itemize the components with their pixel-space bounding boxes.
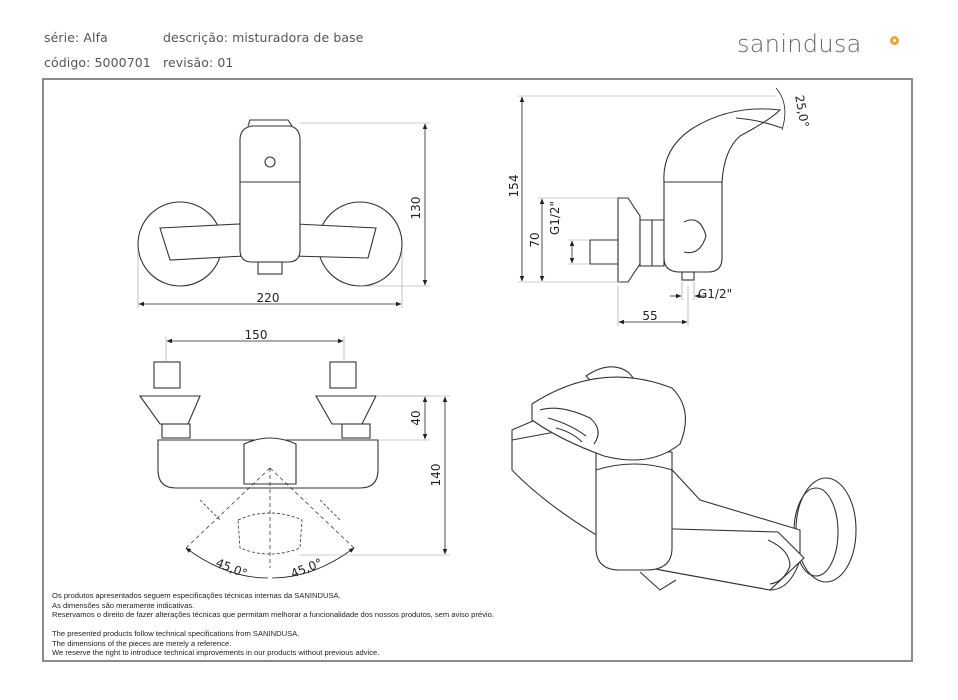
notes-pt: Os produtos apresentados seguem especifi… bbox=[52, 591, 494, 620]
top-view bbox=[138, 336, 450, 579]
dim-top-depth-1: 40 bbox=[409, 410, 423, 425]
dim-side-thread-vertical: G1/2" bbox=[548, 201, 562, 235]
dim-side-total-height: 154 bbox=[507, 175, 521, 198]
dim-side-inlet-height: 70 bbox=[528, 232, 542, 247]
revisao-label: revisão: 01 bbox=[163, 55, 234, 70]
dim-rotation-left: 45,0° bbox=[214, 556, 250, 581]
notes-en: The presented products follow technical … bbox=[52, 629, 379, 658]
dim-side-depth: 55 bbox=[642, 309, 657, 323]
front-view bbox=[137, 119, 430, 308]
dim-front-width: 220 bbox=[257, 291, 280, 305]
isometric-view bbox=[511, 366, 857, 591]
dim-side-angle: 25,0° bbox=[792, 94, 811, 129]
note-en-line: The dimensions of the pieces are merely … bbox=[52, 638, 232, 648]
dim-rotation-right: 45,0° bbox=[289, 556, 325, 581]
dim-side-thread-bottom: G1/2" bbox=[698, 287, 732, 301]
note-en-line: The presented products follow technical … bbox=[52, 629, 300, 638]
dim-front-height: 130 bbox=[409, 197, 423, 220]
descricao-label: descrição: misturadora de base bbox=[163, 30, 364, 45]
codigo-label: código: 5000701 bbox=[44, 55, 151, 70]
brand-logo-mark-icon bbox=[890, 36, 899, 45]
drawing-frame bbox=[42, 78, 913, 662]
note-pt-line: Os produtos apresentados seguem especifi… bbox=[52, 591, 341, 600]
note-pt-line: Reservamos o direito de fazer alterações… bbox=[52, 610, 494, 620]
side-view bbox=[518, 87, 786, 326]
note-pt-line: As dimensões são meramente indicativas. bbox=[52, 600, 195, 610]
serie-label: série: Alfa bbox=[44, 30, 108, 45]
dim-top-depth-2: 140 bbox=[429, 464, 443, 487]
note-en-line: We reserve the right to introduce techni… bbox=[52, 648, 380, 658]
brand-logo: sanindusa bbox=[737, 30, 862, 58]
dim-top-span: 150 bbox=[245, 328, 268, 342]
